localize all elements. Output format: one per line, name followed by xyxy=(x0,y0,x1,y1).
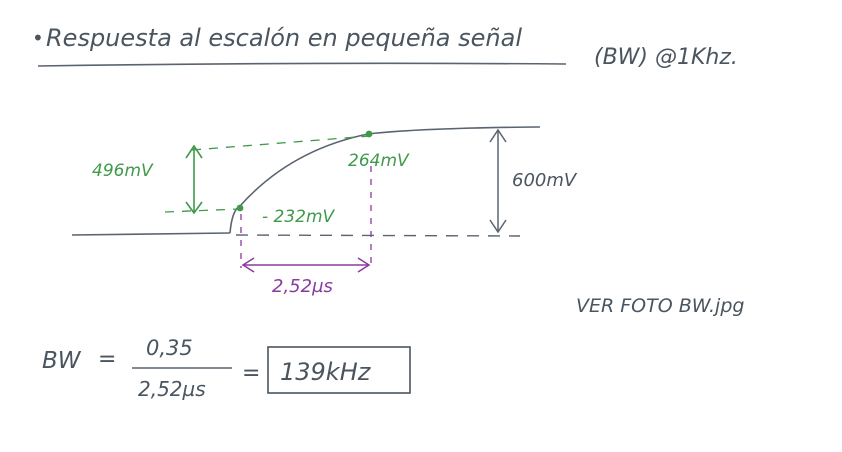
label-600mv: 600mV xyxy=(512,170,578,191)
heading-suffix: (BW) @1Khz. xyxy=(594,45,738,70)
green-upper-dashed-line xyxy=(191,135,371,151)
green-point-high xyxy=(365,130,373,138)
green-arrow-head-up xyxy=(185,144,203,159)
heading-title: Respuesta al escalón en pequeña señal xyxy=(46,24,522,52)
green-lower-dashed-line xyxy=(164,208,241,213)
formula-equals-1: = xyxy=(98,347,116,372)
baseline-line xyxy=(71,232,231,236)
formula-result: 139kHz xyxy=(280,358,372,386)
green-arrow-head-down xyxy=(185,201,203,215)
purple-arrow-head-left xyxy=(241,257,255,273)
label-496mv: 496mV xyxy=(92,161,154,181)
result-box xyxy=(267,346,411,394)
total-arrow-head-down xyxy=(489,219,507,234)
baseline-dashed xyxy=(235,234,521,237)
heading-bullet: • xyxy=(32,26,44,50)
label-232mv: - 232mV xyxy=(262,207,336,227)
formula-equals-2: = xyxy=(242,361,260,386)
formula-numerator: 0,35 xyxy=(146,336,193,360)
total-arrow-head-up xyxy=(489,128,507,143)
green-point-low xyxy=(236,204,244,212)
formula-bw: BW xyxy=(42,348,82,374)
label-264mv: 264mV xyxy=(348,151,410,171)
purple-arrow-head-right xyxy=(357,257,371,273)
see-photo-note: VER FOTO BW.jpg xyxy=(576,295,744,317)
label-2-52us: 2,52µs xyxy=(272,276,333,297)
heading-underline xyxy=(37,62,567,67)
formula-denominator: 2,52µs xyxy=(138,377,206,401)
